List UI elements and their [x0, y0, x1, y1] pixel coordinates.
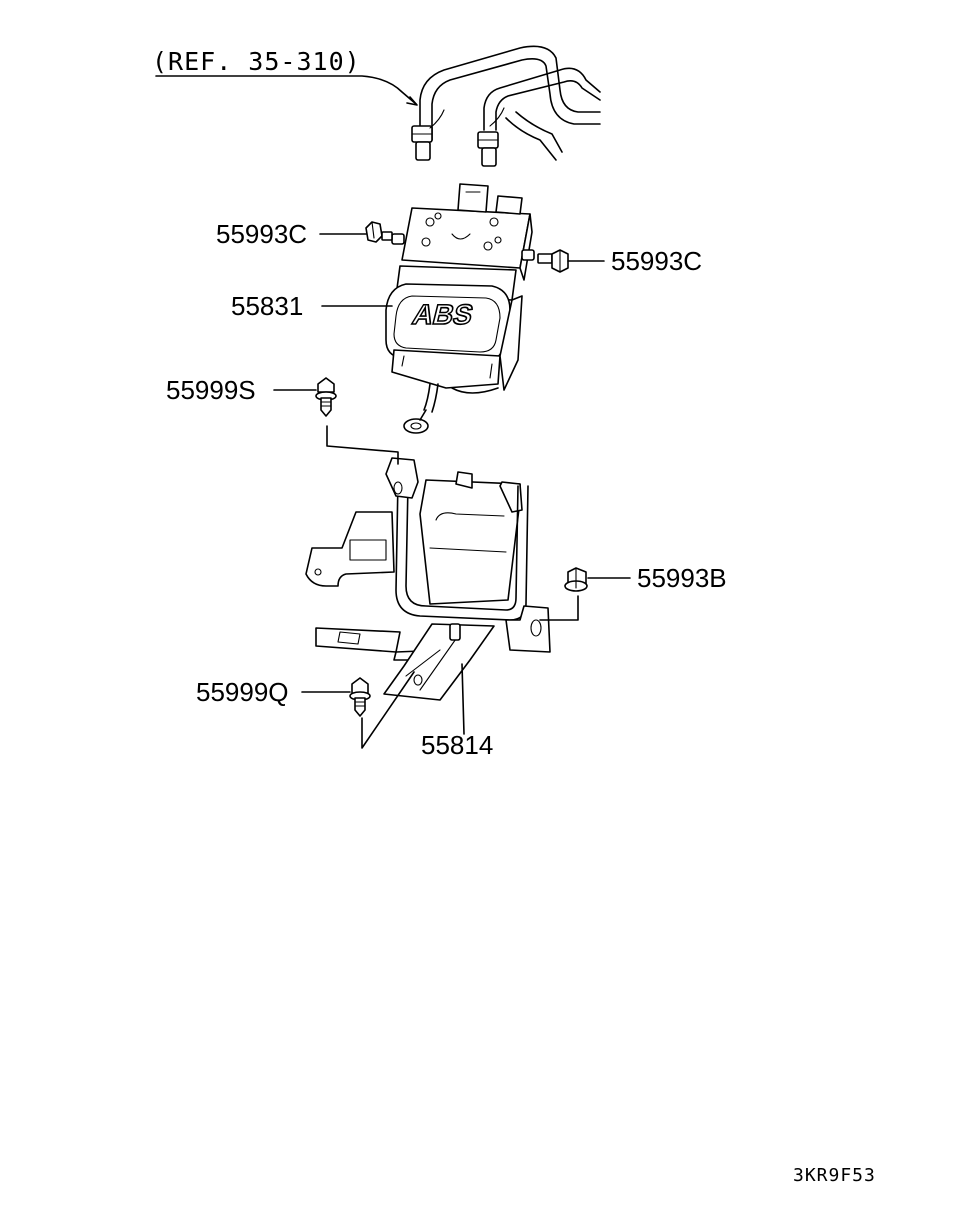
label-bracket: 55814	[421, 730, 493, 760]
label-hu-nut-right: 55993C	[611, 246, 702, 276]
bolt-upper-icon	[315, 377, 337, 417]
label-bolt-upper: 55999S	[166, 375, 256, 405]
bracket-nut-icon	[564, 567, 588, 592]
drawing-code: 3KR9F53	[793, 1165, 876, 1186]
label-hydraulic-unit: 55831	[231, 291, 303, 321]
label-hu-nut-left: 55993C	[216, 219, 307, 249]
part-labels: 55993C 55993C 55831 55999S 55993B 55999Q…	[166, 219, 727, 760]
label-bolt-lower: 55999Q	[196, 677, 289, 707]
label-bracket-nut: 55993B	[637, 563, 727, 593]
brake-pipes	[411, 45, 601, 167]
reference-label: (REF. 35-310)	[152, 47, 361, 76]
bolt-lower-icon	[349, 677, 371, 717]
leader-lines	[273, 233, 631, 749]
abs-hydraulic-unit: ABS	[385, 183, 535, 434]
hu-nut-left-icon	[365, 221, 393, 243]
abs-badge: ABS	[409, 299, 476, 331]
reference-callout: (REF. 35-310)	[152, 47, 418, 106]
bracket-assembly	[305, 457, 551, 701]
hu-nut-right-icon	[537, 249, 569, 273]
